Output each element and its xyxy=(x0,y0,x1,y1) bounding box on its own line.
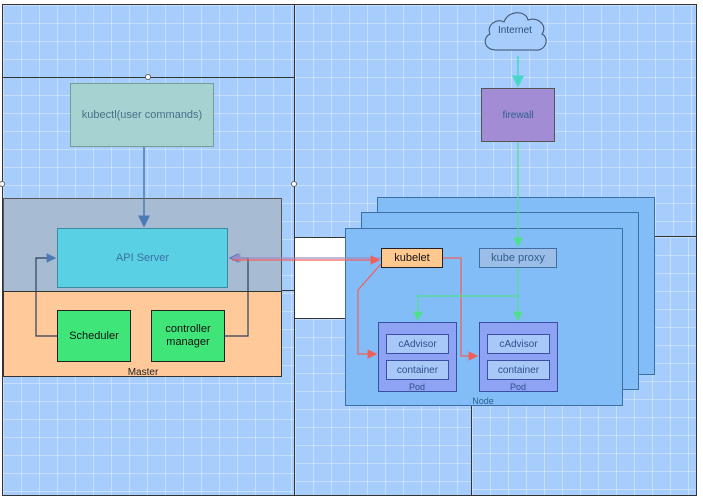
kubectl-box[interactable]: kubectl(user commands) xyxy=(70,83,214,147)
kube-proxy-box[interactable]: kube proxy xyxy=(479,248,557,268)
resize-handle-left[interactable] xyxy=(0,181,5,187)
internet-cloud-icon xyxy=(484,12,547,51)
pod-box-2[interactable] xyxy=(479,322,558,392)
master-band xyxy=(3,291,282,377)
firewall-box[interactable]: firewall xyxy=(481,88,555,142)
api-server-box[interactable]: API Server xyxy=(57,228,228,288)
resize-handle-right[interactable] xyxy=(291,181,297,187)
internet-label: Internet xyxy=(498,24,532,36)
node-label: Node xyxy=(472,396,494,406)
pod-2-container[interactable]: container xyxy=(487,360,550,380)
controller-manager-box[interactable]: controller manager xyxy=(151,310,225,362)
scheduler-box[interactable]: Scheduler xyxy=(57,310,131,362)
pod-2-label: Pod xyxy=(509,381,526,392)
master-label: Master xyxy=(127,366,159,378)
pod-1-cadvisor[interactable]: cAdvisor xyxy=(386,334,449,354)
pod-2-cadvisor[interactable]: cAdvisor xyxy=(487,334,550,354)
kubelet-box[interactable]: kubelet xyxy=(381,248,443,268)
pod-1-label: Pod xyxy=(408,381,425,392)
pod-box-1[interactable] xyxy=(378,322,457,392)
pod-1-container[interactable]: container xyxy=(386,360,449,380)
resize-handle-top[interactable] xyxy=(145,74,151,80)
